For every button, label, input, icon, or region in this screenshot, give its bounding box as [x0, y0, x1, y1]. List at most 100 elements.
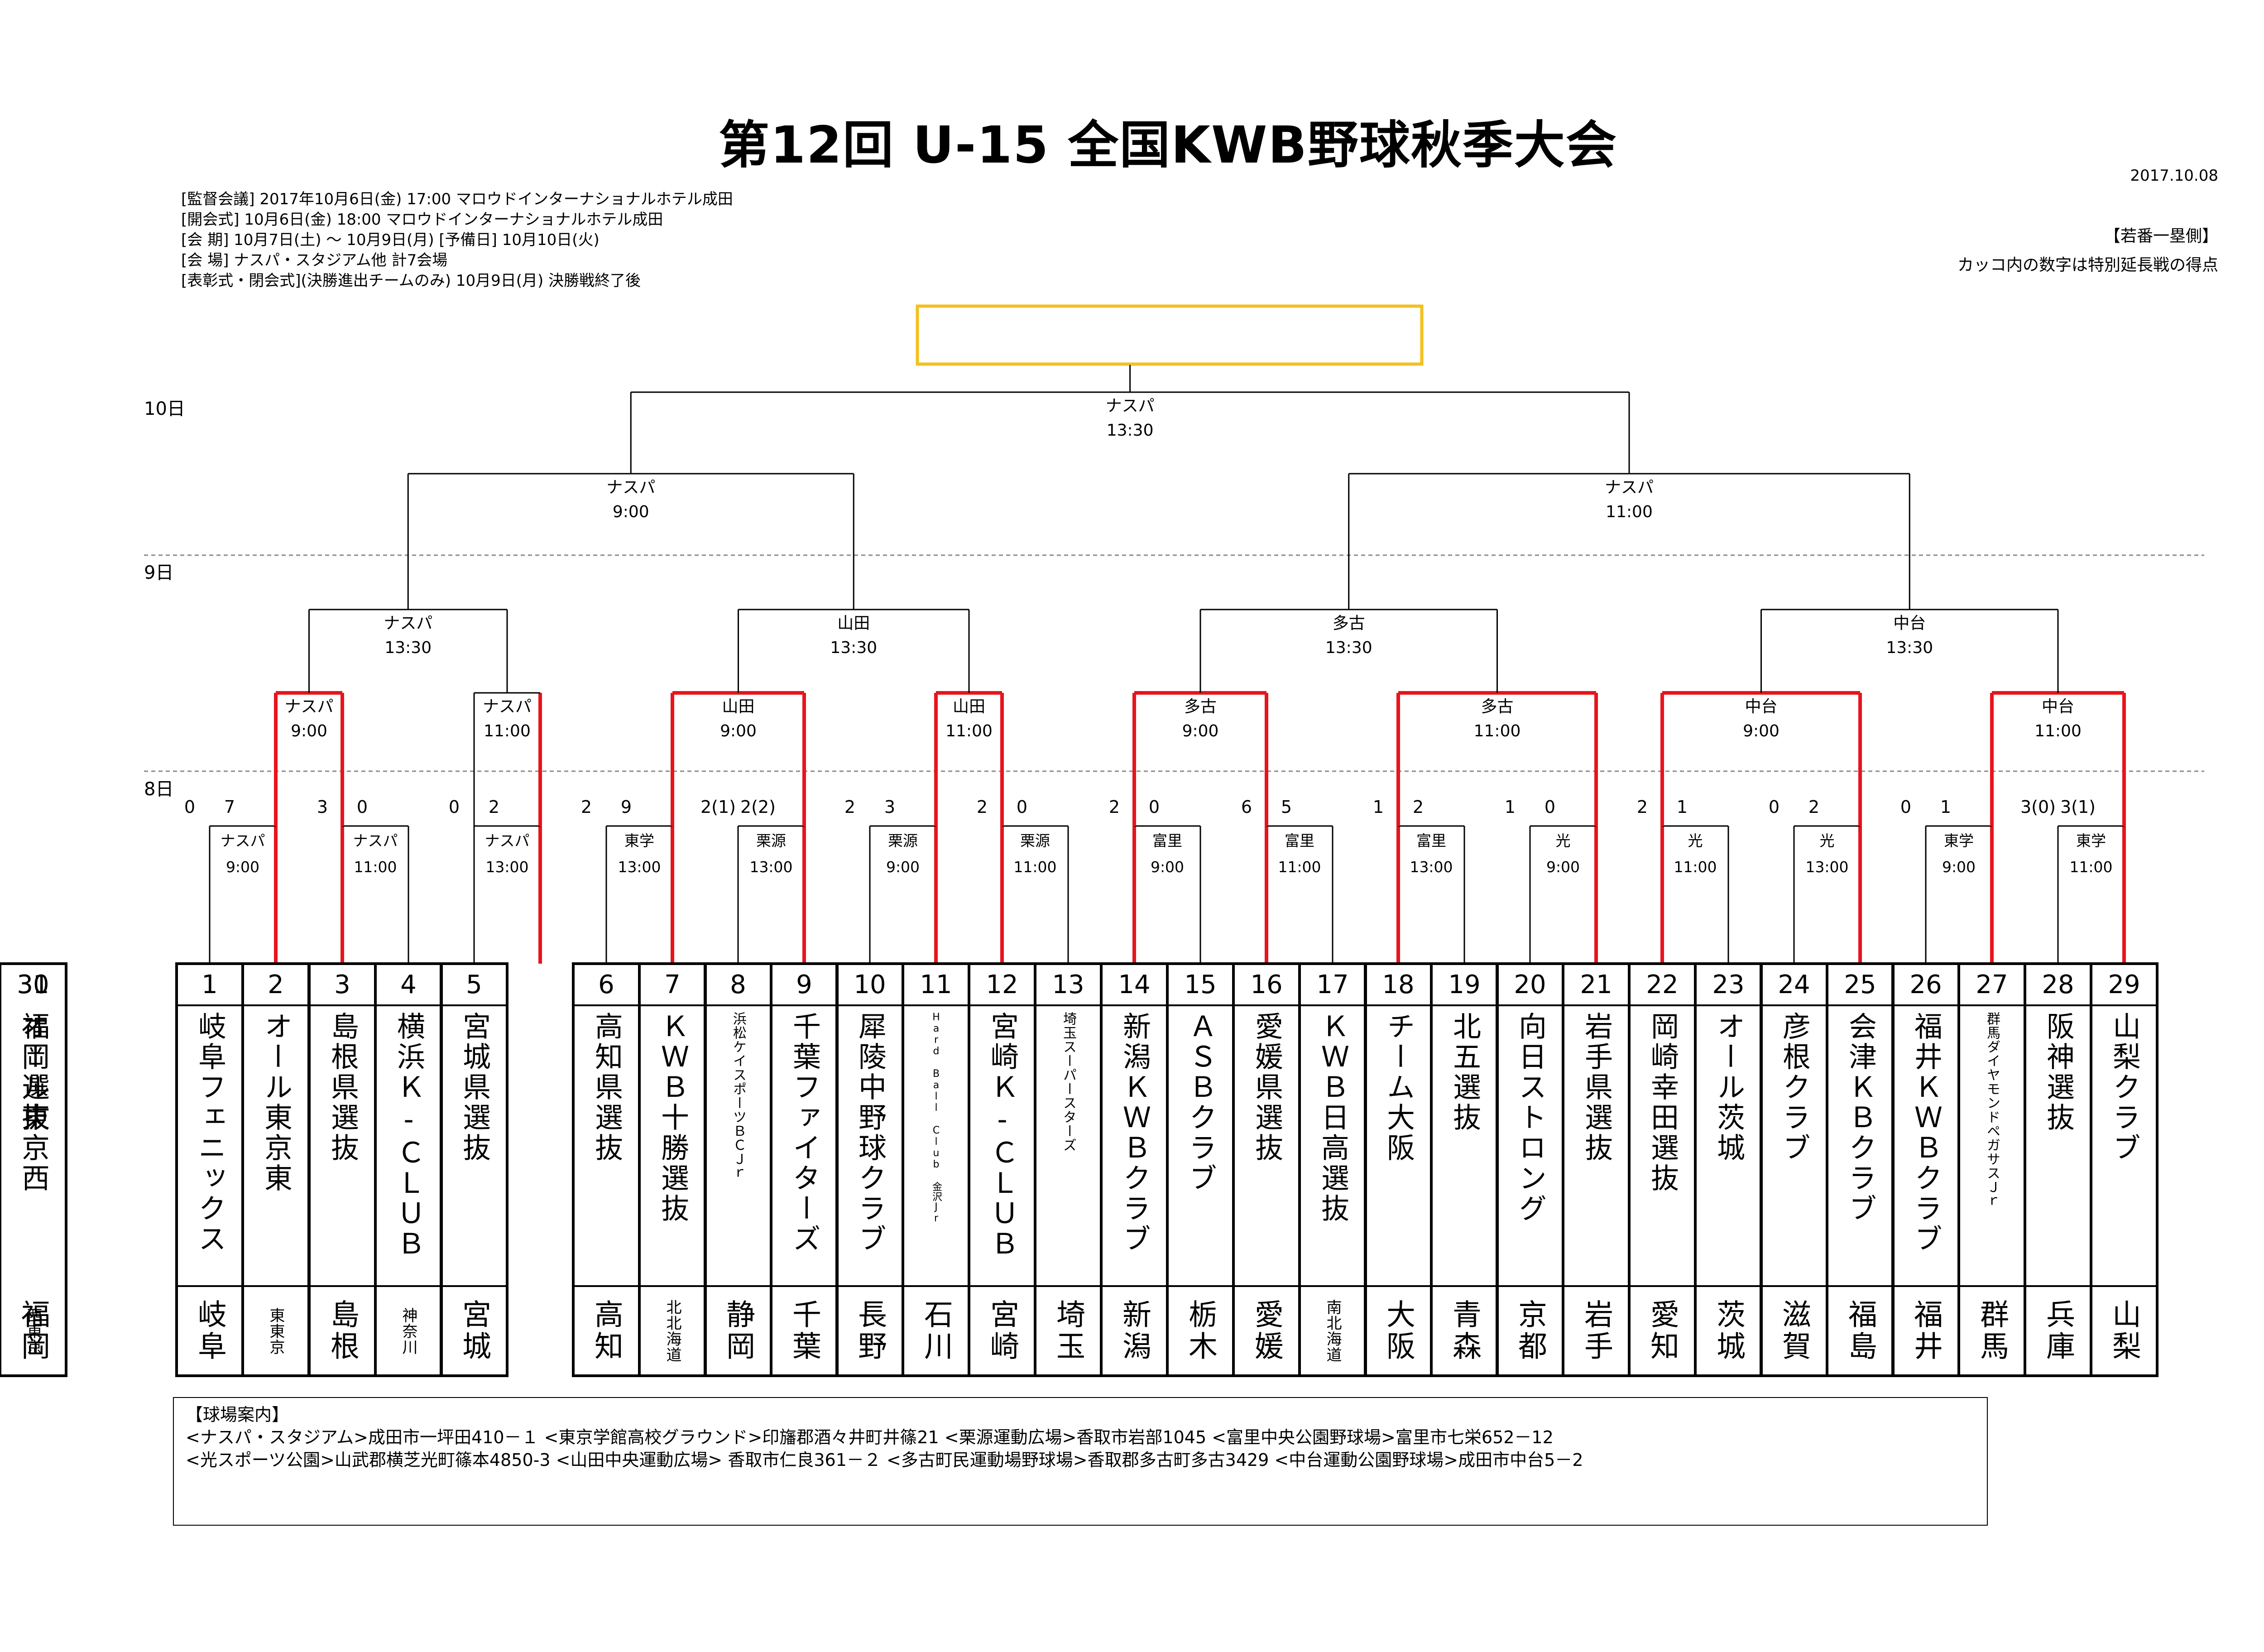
team-prefecture: 新潟: [1118, 1299, 1151, 1363]
team-name: 宮崎Ｋ-ＣＬＵＢ: [986, 1012, 1019, 1259]
match-score: 7: [224, 797, 235, 817]
match-time: 9:00: [225, 858, 260, 876]
team-prefecture-cell: 石川: [903, 1289, 969, 1373]
match-venue: 多古: [1481, 697, 1514, 716]
team-name: 横浜Ｋ-ＣＬＵＢ: [392, 1012, 425, 1259]
match-venue: 中台: [1893, 614, 1926, 633]
team-prefecture: 青森: [1448, 1299, 1481, 1363]
team-number: 5: [466, 970, 482, 999]
match-venue: 栗源: [756, 832, 786, 850]
team-name-cell: 宮城県選抜: [441, 1012, 507, 1280]
team-name-cell: 向日ストロング: [1497, 1012, 1563, 1280]
team-name: 高知県選抜: [590, 1012, 623, 1163]
team-prefecture: 長野: [853, 1299, 887, 1363]
overtime-note: カッコ内の数字は特別延長戦の得点: [1957, 256, 2218, 274]
team-box: [2090, 962, 2158, 1377]
team-number: 16: [1250, 970, 1283, 999]
team-name: 浜松ケイスポーツＢＣＪｒ: [730, 1012, 746, 1180]
team-prefecture-cell: 京都: [1497, 1289, 1563, 1373]
team-number: 9: [796, 970, 812, 999]
team-prefecture: 山梨: [2107, 1299, 2141, 1363]
team-prefecture: 石川: [919, 1299, 953, 1363]
team-name: 千葉ファイターズ: [788, 1012, 821, 1254]
match-score: 2: [488, 797, 500, 817]
team-name: オール東京西: [17, 1012, 50, 1194]
team-prefecture: 島根: [326, 1299, 359, 1363]
match-venue: 山田: [722, 697, 755, 716]
team-number: 13: [1052, 970, 1084, 999]
match-score: 1: [1504, 797, 1516, 817]
match-time: 9:00: [720, 722, 757, 740]
day-label-8: 8日: [144, 779, 174, 800]
team-prefecture-cell: 宮城: [441, 1289, 507, 1373]
team-prefecture: 福井: [1909, 1299, 1943, 1363]
team-prefecture: 高知: [590, 1299, 623, 1363]
match-score: 3: [317, 797, 328, 817]
match-venue: 光: [1555, 832, 1571, 850]
match-venue: 東学: [1943, 832, 1974, 850]
team-number: 12: [986, 970, 1018, 999]
team-prefecture-cell: 高知: [573, 1289, 639, 1373]
team-prefecture: 東東京: [267, 1307, 285, 1355]
team-number: 3: [334, 970, 350, 999]
match-venue: 東学: [624, 832, 654, 850]
team-name-cell: オール東京東: [243, 1012, 309, 1280]
team-number: 21: [1580, 970, 1612, 999]
match-venue: 栗源: [887, 832, 918, 850]
team-box: [0, 962, 67, 1377]
match-venue: 多古: [1332, 614, 1365, 633]
team-name-cell: 群馬ダイヤモンドペガサスＪｒ: [1959, 1012, 2025, 1280]
team-number: 6: [598, 970, 614, 999]
team-prefecture: 岩手: [1579, 1299, 1613, 1363]
match-time: 11:00: [1674, 858, 1717, 876]
team-number: 26: [1909, 970, 1942, 999]
match-time: 11:00: [354, 858, 397, 876]
team-name: ＡＳＢクラブ: [1184, 1012, 1217, 1194]
match-score: 3(0): [2020, 797, 2056, 817]
match-time: 13:30: [830, 639, 878, 657]
day-label-10: 10日: [144, 399, 185, 419]
match-venue: 富里: [1416, 832, 1446, 850]
match-time: 11:00: [2034, 722, 2082, 740]
team-number: 11: [920, 970, 952, 999]
team-name: チーム大阪: [1382, 1012, 1415, 1163]
team-box: [440, 962, 508, 1377]
team-prefecture-cell: 青森: [1431, 1289, 1497, 1373]
team-name: 犀陵中野球クラブ: [854, 1012, 887, 1254]
team-name: 島根県選抜: [326, 1012, 359, 1163]
issue-date: 2017.10.08: [2130, 167, 2218, 185]
team-name-cell: 島根県選抜: [309, 1012, 375, 1280]
match-venue: 山田: [837, 614, 870, 633]
team-name: 向日ストロング: [1514, 1012, 1547, 1224]
team-prefecture-cell: 北北海道: [639, 1289, 705, 1373]
team-name-cell: 岡崎幸田選抜: [1629, 1012, 1695, 1280]
team-prefecture: 群馬: [1975, 1299, 2009, 1363]
venue-guide-title: 【球場案内】: [186, 1405, 289, 1425]
team-prefecture: 神奈川: [399, 1307, 417, 1355]
team-prefecture: 愛媛: [1250, 1299, 1283, 1363]
team-number: 27: [1976, 970, 2008, 999]
match-venue: ナスパ: [384, 614, 433, 633]
match-venue: 富里: [1152, 832, 1182, 850]
team-name: 宮城県選抜: [458, 1012, 491, 1163]
match-time: 13:00: [1805, 858, 1849, 876]
match-score: 2: [1412, 797, 1424, 817]
team-name: 愛媛県選抜: [1250, 1012, 1283, 1163]
team-prefecture: 宮崎: [985, 1299, 1019, 1363]
match-venue: 山田: [952, 697, 985, 716]
team-prefecture-cell: 西東京: [0, 1289, 66, 1373]
team-name-cell: ＡＳＢクラブ: [1167, 1012, 1233, 1280]
team-prefecture: 大阪: [1381, 1299, 1415, 1363]
schedule-line: [表彰式・閉会式](決勝進出チームのみ) 10月9日(月) 決勝戦終了後: [181, 272, 641, 290]
team-name: 岡崎幸田選抜: [1646, 1012, 1679, 1194]
team-number: 14: [1118, 970, 1151, 999]
team-prefecture: 福岡: [16, 1299, 50, 1363]
match-score: 0: [448, 797, 460, 817]
match-time: 11:00: [1278, 858, 1321, 876]
